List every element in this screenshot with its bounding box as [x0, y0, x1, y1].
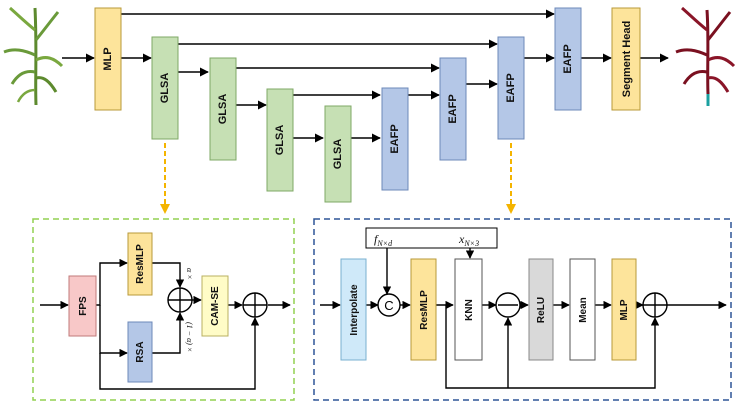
- svg-text:ResMLP: ResMLP: [135, 244, 146, 284]
- mlp-label: MLP: [102, 47, 114, 70]
- svg-text:ResMLP: ResMLP: [419, 290, 430, 330]
- alpha-label: α ×: [185, 268, 194, 280]
- glsa-module-detail: FPS ResMLP RSA α × (1 − α) × CAM-SE: [32, 218, 295, 401]
- svg-text:FPS: FPS: [78, 296, 89, 316]
- resmlp-block-glsa: ResMLP: [127, 232, 153, 296]
- svg-text:C: C: [384, 298, 393, 313]
- svg-text:RSA: RSA: [135, 341, 146, 362]
- feature-input-box: fN×d xN×3: [365, 227, 498, 249]
- output-plant-image: [675, 6, 736, 106]
- resmlp-block-eafp: ResMLP: [410, 258, 437, 361]
- cam-se-block: CAM-SE: [201, 275, 229, 337]
- interpolate-block: Interpolate: [340, 258, 367, 361]
- eafp-block-3: EAFP: [497, 36, 525, 140]
- subtract-node: [495, 292, 521, 318]
- eafp-block-1: EAFP: [381, 87, 409, 191]
- fps-block: FPS: [68, 275, 97, 337]
- mlp-block-eafp: MLP: [611, 258, 637, 361]
- svg-text:MLP: MLP: [619, 299, 630, 320]
- svg-text:xN×3: xN×3: [458, 232, 479, 248]
- eafp-block-2: EAFP: [439, 57, 467, 161]
- eafp-module-detail: fN×d xN×3 Interpolate C: [313, 218, 732, 401]
- eafp-block-4: EAFP: [554, 7, 582, 111]
- one-minus-alpha-label: (1 − α) ×: [185, 322, 194, 352]
- weighted-sum-node: [167, 287, 193, 313]
- glsa-label-3: GLSA: [274, 125, 286, 156]
- segment-head-label: Segment Head: [621, 21, 633, 97]
- knn-block: KNN: [454, 258, 483, 361]
- segment-head-block: Segment Head: [611, 7, 641, 111]
- glsa-block-1: GLSA: [151, 36, 179, 140]
- residual-sum-node-eafp: [642, 292, 668, 318]
- glsa-label-4: GLSA: [332, 139, 344, 170]
- glsa-block-4: GLSA: [324, 105, 352, 203]
- eafp-dashed-border: [313, 218, 732, 401]
- svg-text:Mean: Mean: [578, 297, 589, 323]
- svg-text:ReLU: ReLU: [536, 297, 547, 323]
- residual-sum-node-glsa: [242, 292, 268, 318]
- eafp-label-2: EAFP: [447, 94, 459, 123]
- input-plant-image: [3, 6, 64, 106]
- rsa-block: RSA: [127, 321, 153, 383]
- svg-text:KNN: KNN: [464, 299, 475, 321]
- mean-block: Mean: [569, 258, 596, 361]
- glsa-block-3: GLSA: [266, 88, 294, 192]
- svg-text:fN×d: fN×d: [374, 232, 393, 248]
- glsa-label-1: GLSA: [159, 73, 171, 104]
- svg-text:Interpolate: Interpolate: [349, 284, 360, 336]
- glsa-label-2: GLSA: [217, 94, 229, 125]
- svg-text:CAM-SE: CAM-SE: [210, 286, 221, 326]
- mlp-block: MLP: [94, 7, 122, 111]
- glsa-dashed-border: [32, 218, 295, 401]
- glsa-block-2: GLSA: [209, 57, 237, 161]
- eafp-label-3: EAFP: [505, 73, 517, 102]
- backbone-connections: [62, 9, 669, 143]
- eafp-label-4: EAFP: [562, 44, 574, 73]
- concat-node: C: [377, 293, 401, 317]
- relu-block: ReLU: [528, 258, 554, 361]
- eafp-label-1: EAFP: [389, 124, 401, 153]
